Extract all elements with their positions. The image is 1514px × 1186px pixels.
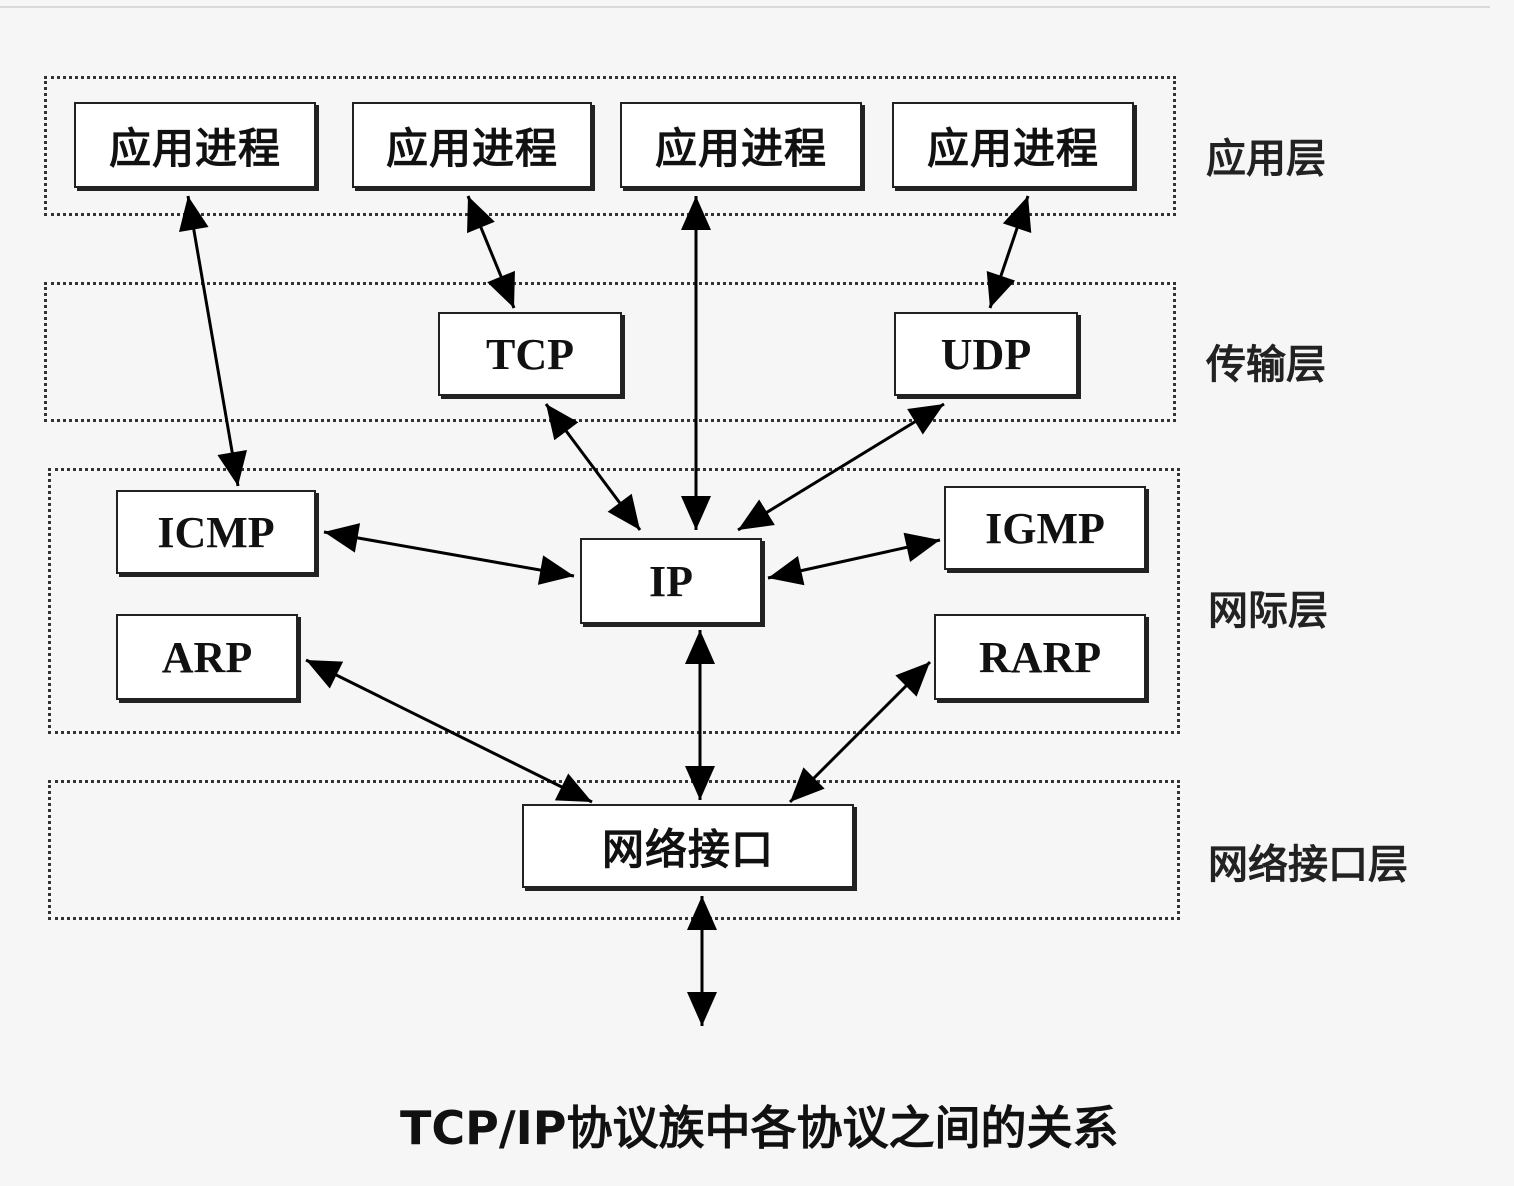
arrow-network-interface-down-head-start — [687, 896, 717, 930]
diagram-caption: TCP/IP协议族中各协议之间的关系 — [400, 1101, 1119, 1155]
network-interface-layer-label: 网络接口层 — [1208, 842, 1408, 888]
ip-box: IP — [580, 538, 762, 624]
arrow-ip-network-interface-head-end — [685, 766, 715, 800]
arrow-tcp-ip-head-end — [607, 493, 640, 530]
application-process-box-4: 应用进程 — [892, 102, 1134, 188]
arrow-icmp-ip-head-start — [324, 523, 361, 553]
application-layer-label: 应用层 — [1206, 136, 1326, 182]
application-layer-region — [44, 76, 1176, 216]
arrow-network-interface-down-head-end — [687, 992, 717, 1026]
arrow-app4-udp-head-end — [986, 270, 1016, 308]
arrow-icmp-ip-head-end — [537, 555, 574, 585]
arrow-udp-ip-head-start — [907, 404, 944, 435]
arrow-igmp-ip-head-end — [768, 556, 805, 586]
arrow-app2-tcp-head-start — [467, 196, 495, 234]
arrow-udp-ip — [737, 402, 945, 532]
arrow-app4-udp-head-start — [1002, 196, 1032, 234]
arrow-rarp-network-interface-head-start — [895, 662, 930, 697]
arrow-app3-ip-head-start — [681, 196, 711, 230]
transport-layer-region — [44, 282, 1176, 422]
internet-layer-region — [48, 468, 1180, 734]
udp-box: UDP — [894, 312, 1078, 396]
igmp-box: IGMP — [944, 486, 1146, 570]
arrow-rarp-network-interface-head-end — [790, 767, 825, 802]
arrow-app1-icmp-head-end — [217, 449, 248, 486]
icmp-box: ICMP — [116, 490, 316, 574]
arrow-app3-ip-head-end — [681, 496, 711, 530]
application-process-box-1: 应用进程 — [74, 102, 316, 188]
arrow-tcp-ip-head-start — [546, 404, 579, 441]
arrow-arp-network-interface — [305, 658, 593, 804]
top-divider — [0, 6, 1490, 8]
arrow-arp-network-interface-head-end — [554, 773, 592, 802]
transport-layer-label: 传输层 — [1206, 342, 1326, 388]
tcp-box: TCP — [438, 312, 622, 396]
arp-box: ARP — [116, 614, 298, 700]
network-interface-layer-region — [48, 780, 1180, 920]
application-process-box-3: 应用进程 — [620, 102, 862, 188]
arrow-app1-icmp-head-start — [178, 196, 209, 233]
arrow-app2-tcp-head-end — [487, 270, 515, 308]
arrow-icmp-ip — [323, 530, 575, 578]
arrow-udp-ip-head-end — [738, 499, 775, 530]
arrow-igmp-ip-head-start — [903, 532, 940, 562]
internet-layer-label: 网际层 — [1208, 588, 1328, 634]
arrow-ip-network-interface-head-start — [685, 630, 715, 664]
application-process-box-2: 应用进程 — [352, 102, 592, 188]
rarp-box: RARP — [934, 614, 1146, 700]
arrow-arp-network-interface-head-start — [306, 660, 344, 689]
arrow-app1-icmp — [186, 195, 240, 487]
network-interface-box: 网络接口 — [522, 804, 854, 888]
